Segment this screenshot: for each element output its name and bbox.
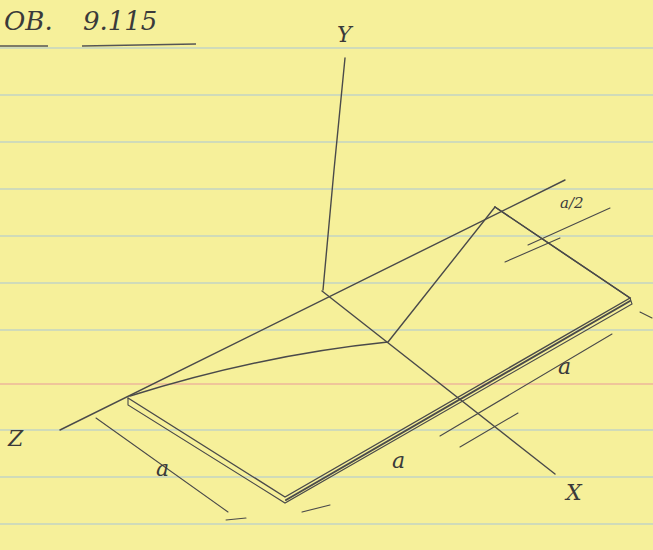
dimension-line [640, 312, 652, 318]
fold-edge [495, 207, 630, 298]
title-underline [0, 44, 196, 46]
axis-label: Y [337, 24, 352, 46]
plate-thickness [128, 298, 632, 503]
plate-outline [128, 207, 630, 497]
dimension-label: a/2 [560, 196, 584, 211]
dimension-line [302, 505, 330, 512]
y-axis [323, 58, 345, 290]
dimension-line [226, 518, 246, 520]
plate-sketch [60, 58, 652, 520]
plate-face [286, 301, 630, 500]
dimension-label: a [156, 458, 169, 480]
dimension-line [96, 418, 228, 512]
dimension-line [528, 208, 610, 245]
fold-line [130, 207, 495, 396]
ruled-lines [0, 48, 653, 524]
axis-label: X [566, 482, 582, 504]
problem-title: OB. 9.115 [4, 8, 157, 34]
dimension-label: a [392, 450, 405, 472]
dimension-line [440, 334, 612, 436]
dimension-line [505, 238, 560, 262]
x-axis [322, 291, 555, 474]
dimension-label: a [558, 356, 571, 378]
margin-line [0, 383, 653, 384]
dimension-line [460, 413, 518, 447]
z-axis [60, 180, 565, 430]
axis-label: Z [8, 428, 23, 450]
